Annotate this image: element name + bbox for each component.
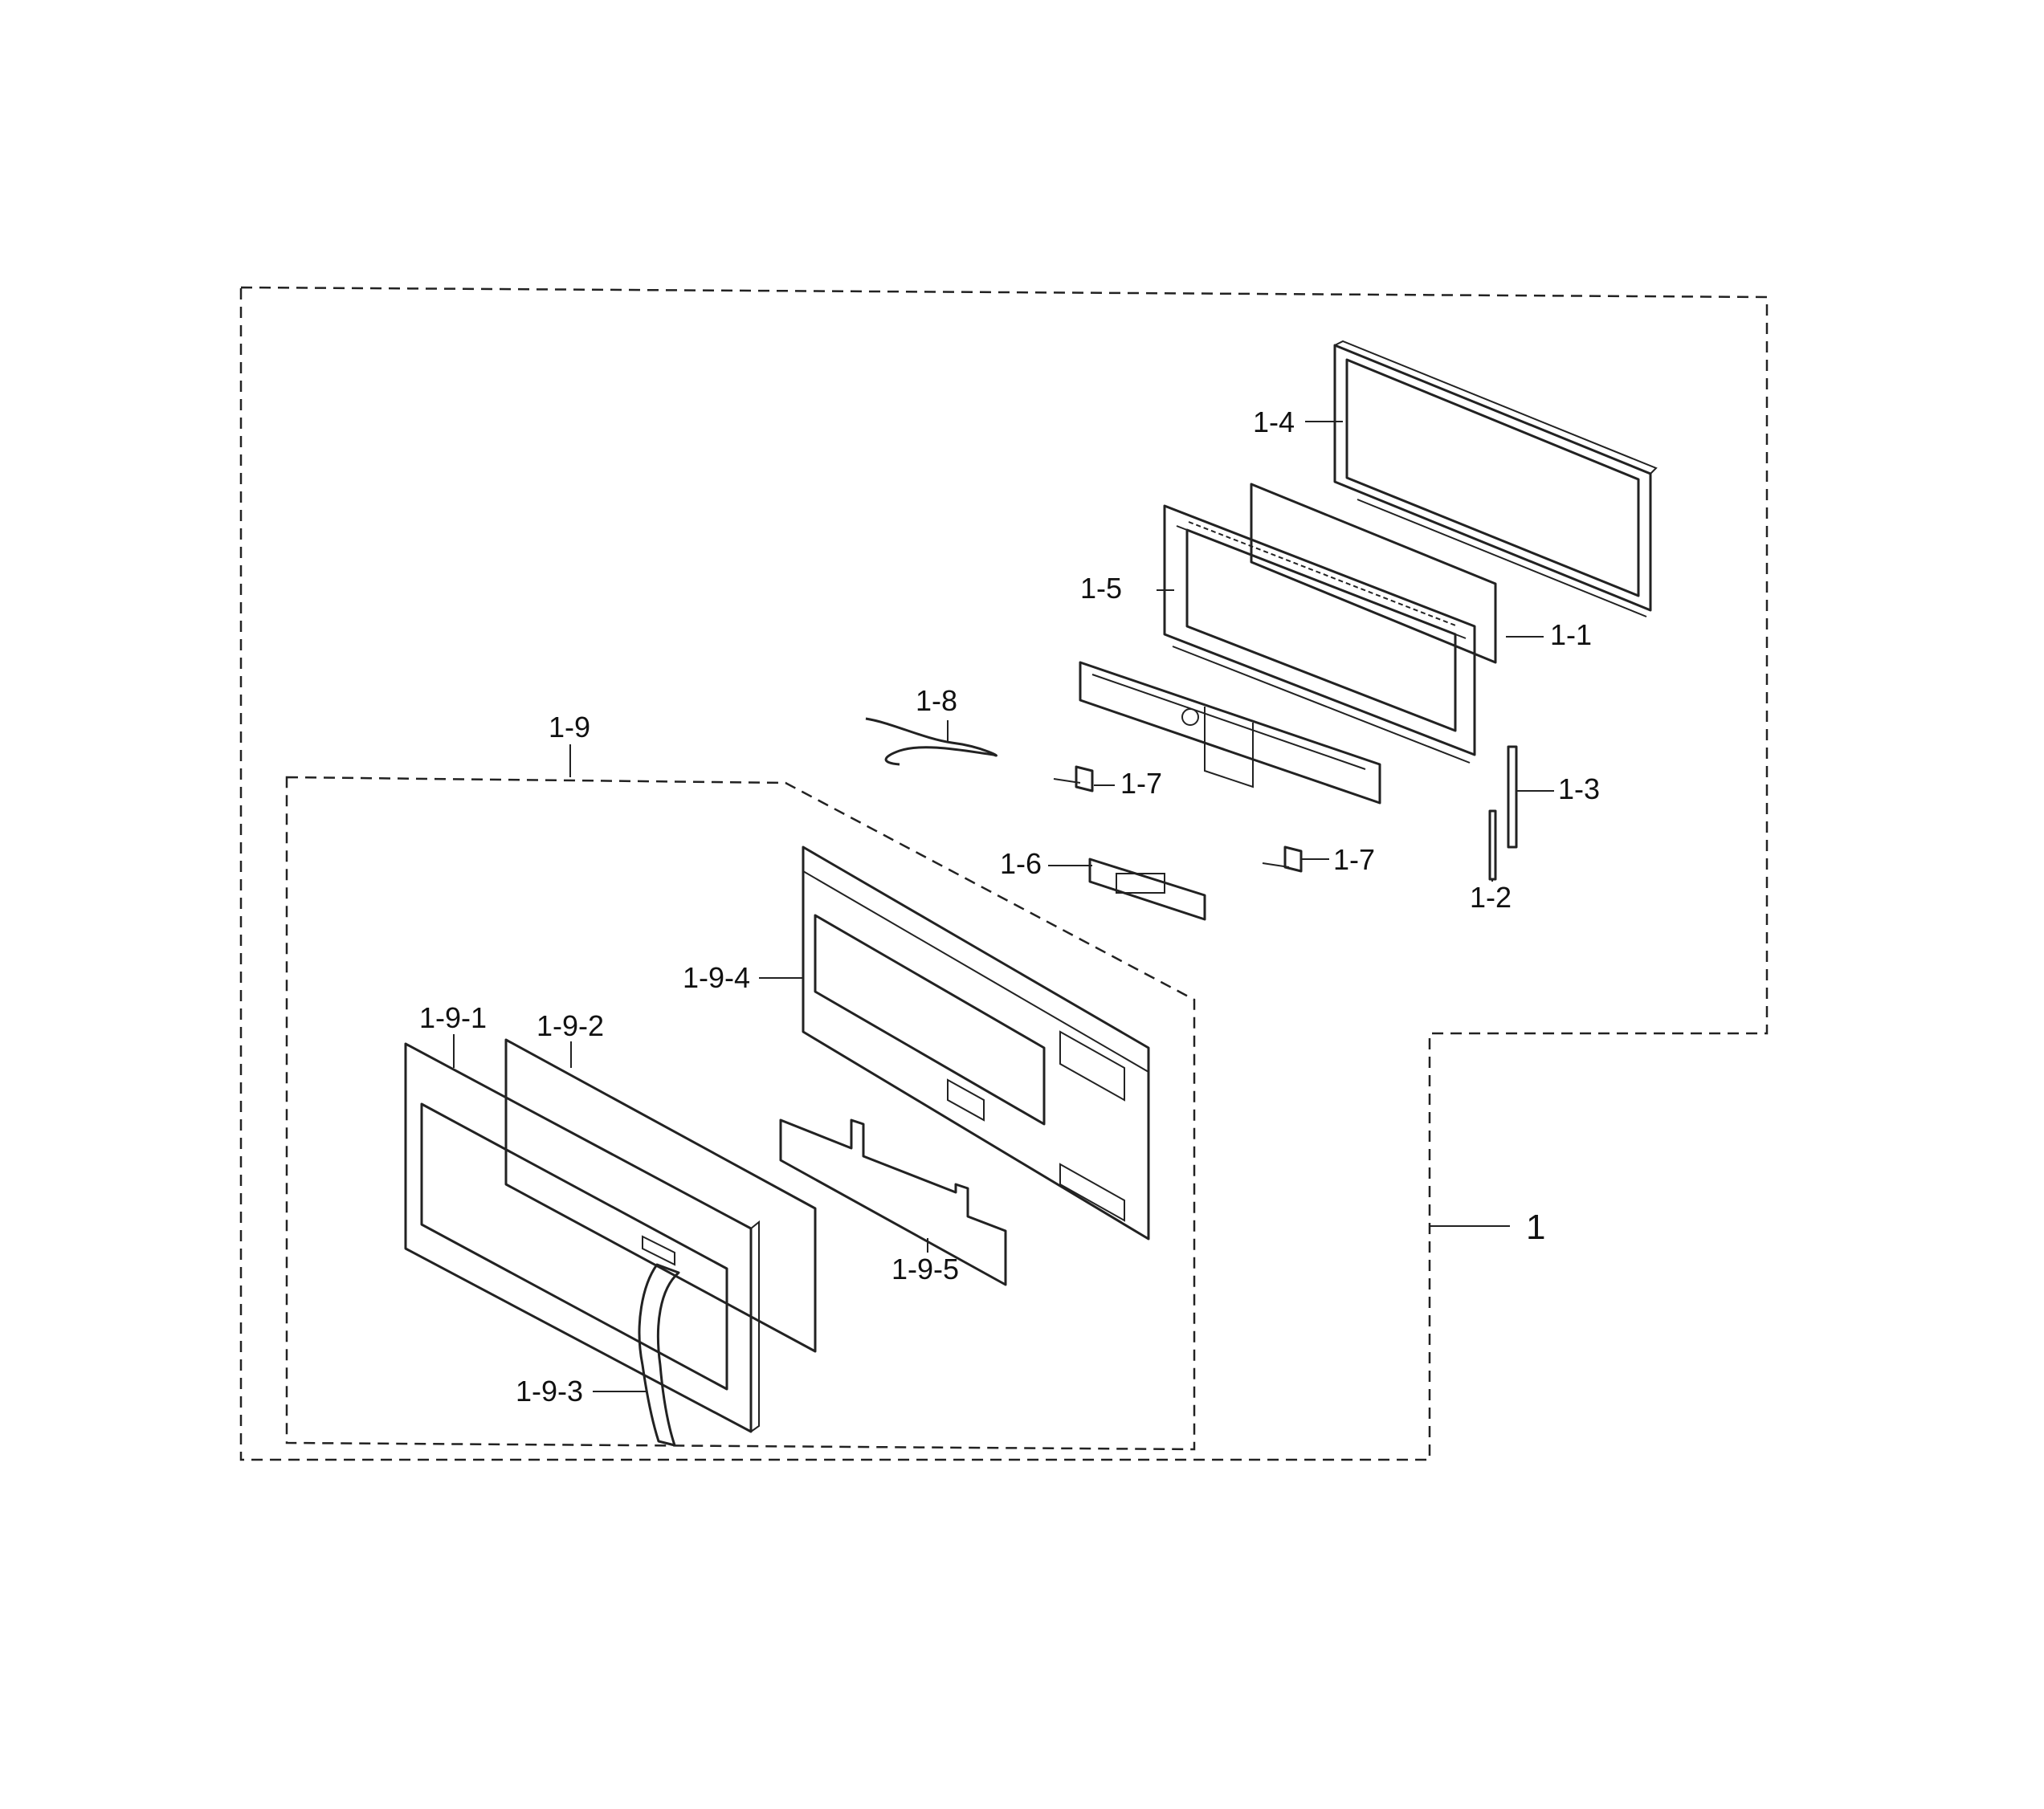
part-1-9-2-sheet bbox=[504, 1038, 817, 1353]
part-1-9-5-film bbox=[779, 1118, 1007, 1286]
part-1-7-hinge-right bbox=[1262, 845, 1303, 873]
label-1-8: 1-8 bbox=[916, 684, 957, 717]
part-1-9-4-door-frame bbox=[802, 845, 1150, 1241]
part-1-9-1-outer-door bbox=[404, 1042, 760, 1433]
label-1-9-3: 1-9-3 bbox=[516, 1375, 583, 1408]
label-1-9-1: 1-9-1 bbox=[419, 1001, 487, 1034]
label-1-1: 1-1 bbox=[1550, 618, 1592, 651]
label-1-7-right: 1-7 bbox=[1333, 843, 1375, 876]
part-1-9-3-handle bbox=[638, 1263, 680, 1447]
part-1-7-hinge-left bbox=[1053, 765, 1094, 792]
assembly-1-boundary bbox=[239, 286, 1769, 1461]
label-1-6: 1-6 bbox=[1000, 847, 1042, 880]
label-1-9-2: 1-9-2 bbox=[536, 1009, 604, 1042]
part-1-8-cable bbox=[865, 717, 998, 766]
label-1-2: 1-2 bbox=[1470, 881, 1512, 914]
part-1-2-spring bbox=[1488, 809, 1497, 881]
part-1-5-inner-frame bbox=[1163, 504, 1476, 764]
part-1-1-glass-panel bbox=[1250, 483, 1497, 664]
label-1-5: 1-5 bbox=[1080, 572, 1122, 605]
subassembly-1-9-boundary bbox=[285, 776, 1196, 1451]
part-1-4-back-frame bbox=[1333, 340, 1658, 617]
door-bracket bbox=[1079, 661, 1381, 805]
part-1-3-latch bbox=[1507, 745, 1518, 849]
leader-lines bbox=[453, 421, 1554, 1392]
part-1-6-board bbox=[1088, 858, 1206, 921]
label-1-7-left: 1-7 bbox=[1120, 767, 1162, 800]
label-1-3: 1-3 bbox=[1558, 772, 1600, 805]
label-1-9: 1-9 bbox=[549, 711, 590, 744]
label-1-9-5: 1-9-5 bbox=[891, 1253, 959, 1285]
label-1: 1 bbox=[1526, 1208, 1545, 1247]
label-1-9-4: 1-9-4 bbox=[683, 961, 750, 994]
label-1-4: 1-4 bbox=[1253, 405, 1295, 438]
